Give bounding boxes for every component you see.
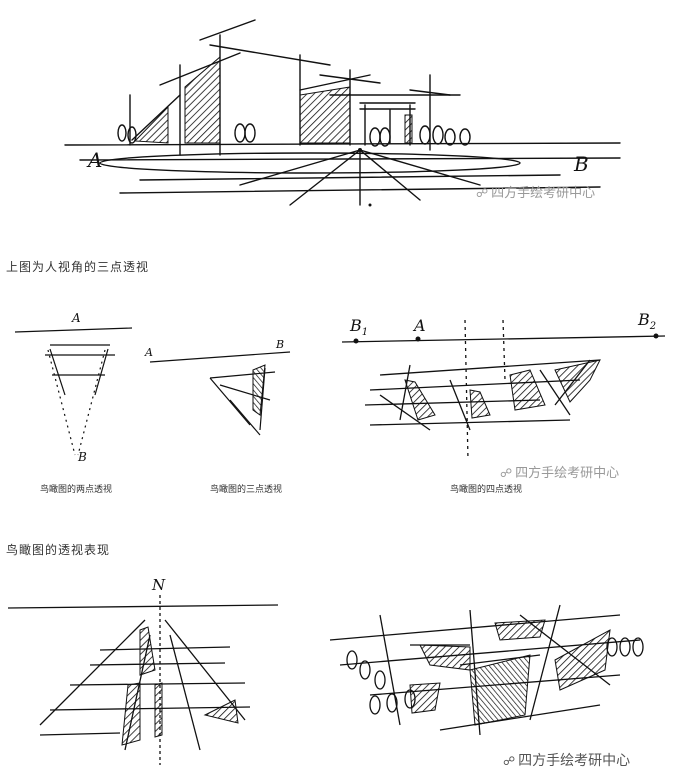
sketch-eye-level-drawing	[64, 19, 621, 207]
four-point-label-b2-main: B	[638, 310, 650, 329]
caption-aerial: 鸟瞰图的透视表现	[6, 543, 111, 557]
wechat-icon: ☍	[476, 186, 489, 200]
four-point-drawing	[341, 320, 666, 461]
three-point-caption: 鸟瞰图的三点透视	[210, 485, 283, 495]
sketch2-watermark-text: 四方手绘考研中心	[515, 466, 620, 481]
sketch1-label-a: A	[88, 148, 103, 172]
sketch1-label-b: B	[574, 152, 589, 176]
sketch2-watermark: ☍四方手绘考研中心	[500, 462, 619, 481]
four-point-caption: 鸟瞰图的四点透视	[450, 485, 523, 495]
sketch3-watermark: ☍四方手绘考研中心	[503, 750, 630, 770]
wechat-icon: ☍	[500, 466, 513, 480]
sketch-aerial-two-point	[10, 305, 140, 465]
two-point-drawing	[14, 327, 133, 456]
two-point-label-top: A	[72, 311, 81, 325]
two-point-label-bottom: B	[78, 450, 87, 464]
three-point-label-b: B	[276, 338, 285, 351]
sketch-eye-level-three-point	[60, 15, 630, 215]
three-point-drawing	[149, 351, 291, 436]
wechat-icon: ☍	[503, 754, 516, 768]
aerial-examples-drawing	[7, 595, 644, 765]
sketch3-watermark-text: 四方手绘考研中心	[518, 753, 631, 769]
sketch3-label-top: N	[152, 576, 166, 594]
four-point-label-b2: B2	[638, 310, 656, 332]
four-point-label-b1: B1	[350, 316, 368, 338]
sketch-aerial-three-point	[145, 330, 295, 445]
sketch1-watermark: ☍四方手绘考研中心	[476, 182, 595, 201]
sketch-aerial-examples	[0, 575, 674, 768]
sketch1-watermark-text: 四方手绘考研中心	[491, 186, 596, 201]
three-point-label-a: A	[145, 346, 153, 359]
four-point-label-b1-sub: 1	[361, 327, 369, 339]
sketch-aerial-four-point	[340, 320, 670, 470]
two-point-caption: 鸟瞰图的两点透视	[40, 485, 113, 495]
four-point-label-b1-main: B	[350, 316, 362, 335]
four-point-label-b2-sub: 2	[649, 321, 657, 333]
four-point-label-a: A	[414, 316, 426, 335]
caption-eye-level: 上图为人视角的三点透视	[6, 260, 150, 274]
